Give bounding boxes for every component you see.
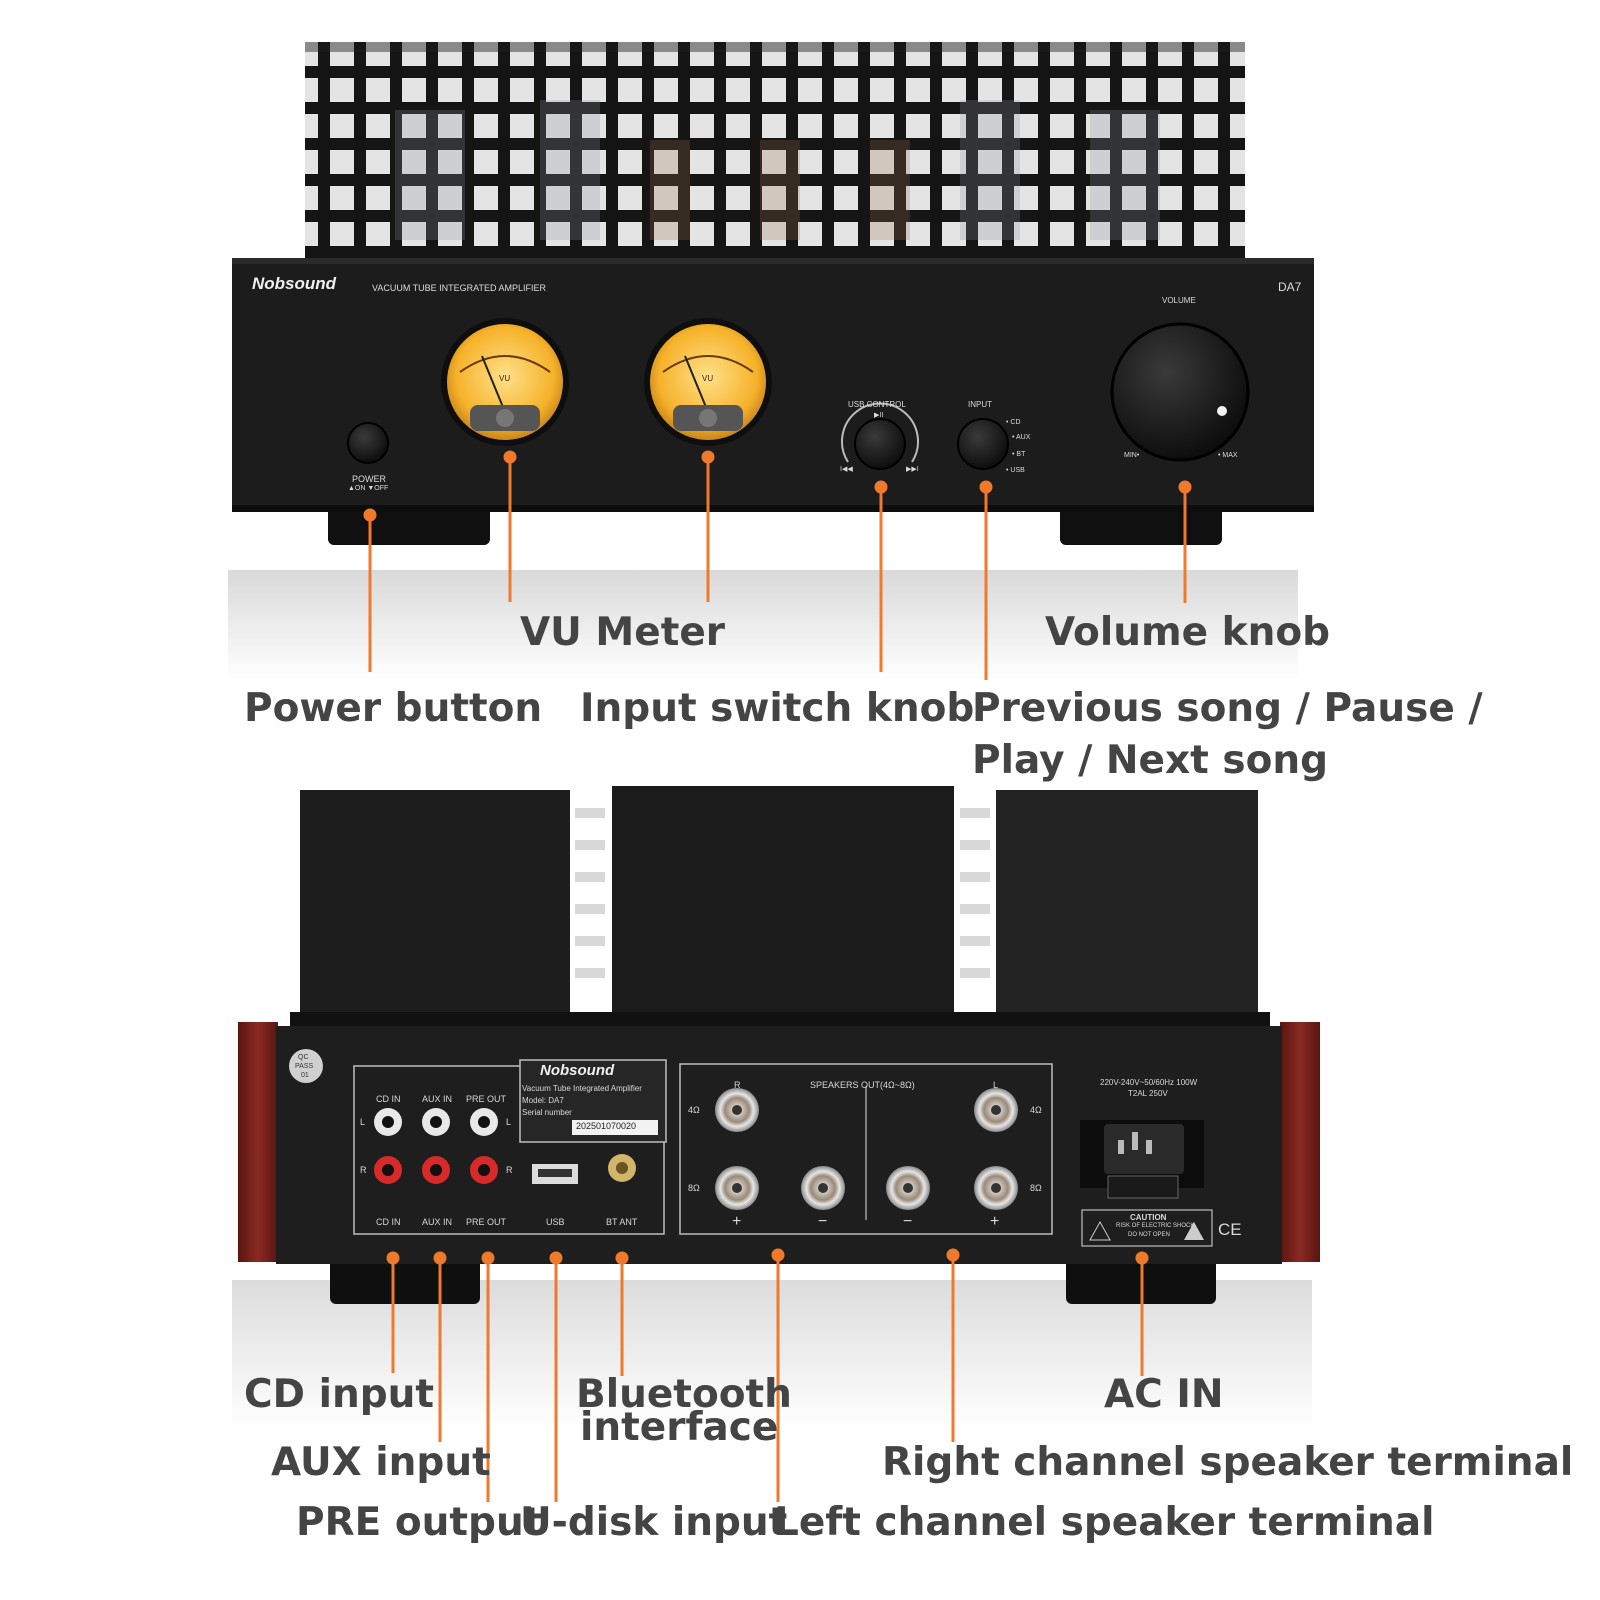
front-view: Nobsound VACUUM TUBE INTEGRATED AMPLIFIE… xyxy=(0,0,1600,783)
rear-grille-gaps xyxy=(575,808,990,978)
pre-out-bottom-label: PRE OUT xyxy=(466,1217,507,1227)
usb-control-knob xyxy=(854,418,906,470)
left-output-transformer xyxy=(300,790,570,1030)
callout-right-speaker-terminal: Right channel speaker terminal xyxy=(882,1440,1574,1485)
ohm4-right: 4Ω xyxy=(1030,1105,1042,1115)
vu-right-label: VU xyxy=(702,374,714,383)
vu-meter-right xyxy=(644,318,772,446)
power-transformer xyxy=(612,786,954,1030)
callout-cd-input: CD input xyxy=(244,1372,435,1417)
pre-out-top-label: PRE OUT xyxy=(466,1094,507,1104)
speaker-terminal-block xyxy=(679,1063,1053,1235)
front-model-name: DA7 xyxy=(1278,280,1302,294)
vu-left-label: VU xyxy=(499,374,511,383)
ac-inlet xyxy=(1080,1120,1204,1199)
channel-r-left: R xyxy=(360,1165,367,1175)
channel-l-left: L xyxy=(360,1117,366,1127)
play-pause-glyph: ▶II xyxy=(874,412,884,419)
power-sub-label: ▲ON ▼OFF xyxy=(348,485,389,492)
left-wood-side xyxy=(238,1022,278,1262)
callout-input-switch-knob: Input switch knob xyxy=(580,686,975,731)
callout-vu-meter: VU Meter xyxy=(520,610,726,655)
input-option-cd: • CD xyxy=(1006,419,1021,426)
caution-subtitle2: DO NOT OPEN xyxy=(1128,1232,1170,1238)
callout-left-speaker-terminal: Left channel speaker terminal xyxy=(774,1500,1435,1545)
previous-glyph: I◀◀ xyxy=(840,466,853,473)
plate-line1: Vacuum Tube Integrated Amplifier xyxy=(522,1084,642,1093)
channel-r-right: R xyxy=(506,1165,513,1175)
aux-in-top-label: AUX IN xyxy=(422,1094,453,1104)
usb-control-label: USB CONTROL xyxy=(848,400,906,409)
caution-subtitle: RISK OF ELECTRIC SHOCK xyxy=(1116,1223,1195,1229)
input-block xyxy=(353,1065,665,1235)
power-button-knob xyxy=(347,422,389,464)
callout-prev-pause-line1: Previous song / Pause / xyxy=(972,686,1483,731)
front-model-line: VACUUM TUBE INTEGRATED AMPLIFIER xyxy=(372,283,547,293)
volume-label: VOLUME xyxy=(1162,296,1196,305)
plate-serial-number: 202501070020 xyxy=(576,1121,637,1131)
rca-jacks xyxy=(374,1108,498,1184)
ce-mark: CE xyxy=(1218,1220,1242,1239)
input-knob xyxy=(957,418,1009,470)
qc-line1: QC xyxy=(298,1054,309,1061)
speakers-out-label: SPEAKERS OUT(4Ω~8Ω) xyxy=(810,1080,915,1090)
callout-bluetooth-line2: interface xyxy=(580,1405,779,1450)
callout-aux-input: AUX input xyxy=(271,1440,491,1485)
cd-in-bottom-label: CD IN xyxy=(376,1217,401,1227)
rear-amplifier-illustration xyxy=(232,786,1320,1502)
speaker-l-label: L xyxy=(993,1080,999,1090)
input-option-aux: • AUX xyxy=(1012,434,1031,441)
front-floor-reflection xyxy=(228,570,1298,680)
power-spec-line2: T2AL 250V xyxy=(1128,1089,1168,1098)
callout-power-button: Power button xyxy=(244,686,543,731)
qc-pass-sticker xyxy=(289,1049,323,1083)
caution-title: CAUTION xyxy=(1130,1213,1167,1222)
usb-port-label: USB xyxy=(546,1217,565,1227)
plate-serial-label: Serial number xyxy=(522,1108,572,1117)
speaker-binding-posts xyxy=(715,1088,1018,1210)
front-callout-lines xyxy=(363,450,1192,680)
channel-l-right: L xyxy=(506,1117,512,1127)
power-spec-line1: 220V-240V~50/60Hz 100W xyxy=(1100,1078,1198,1087)
qc-line3: 01 xyxy=(301,1072,309,1079)
plus-left: + xyxy=(732,1213,742,1230)
volume-min-label: MIN• xyxy=(1124,452,1140,459)
vu-meter-left xyxy=(441,318,569,446)
plus-right: + xyxy=(990,1213,1000,1230)
callout-bluetooth-line1: Bluetooth xyxy=(576,1372,792,1417)
power-label: POWER xyxy=(352,474,387,484)
next-glyph: ▶▶I xyxy=(906,466,919,473)
rear-view: QC PASS 01 CD IN AUX IN PRE OUT L L R R … xyxy=(0,780,1600,1600)
plate-brand: Nobsound xyxy=(540,1062,615,1079)
input-option-usb: • USB xyxy=(1006,467,1025,474)
volume-max-label: • MAX xyxy=(1218,452,1238,459)
ohm8-left: 8Ω xyxy=(688,1183,700,1193)
input-label: INPUT xyxy=(968,400,992,409)
callout-u-disk-input: U-disk input xyxy=(520,1500,788,1545)
minus-left: − xyxy=(818,1213,828,1230)
qc-line2: PASS xyxy=(295,1063,314,1070)
right-wood-side xyxy=(1280,1022,1320,1262)
callout-prev-pause-line2: Play / Next song xyxy=(972,738,1329,783)
tube-cage xyxy=(305,42,1245,262)
ohm4-left: 4Ω xyxy=(688,1105,700,1115)
minus-right: − xyxy=(903,1213,913,1230)
front-brand-logo: Nobsound xyxy=(252,274,337,293)
plate-model: Model: DA7 xyxy=(522,1096,564,1105)
volume-knob xyxy=(1110,322,1250,462)
rear-callout-lines xyxy=(386,1248,1149,1502)
speaker-r-label: R xyxy=(734,1080,741,1090)
right-output-transformer xyxy=(996,790,1258,1030)
callout-ac-in: AC IN xyxy=(1104,1372,1224,1417)
caution-label xyxy=(1081,1209,1213,1247)
aux-in-bottom-label: AUX IN xyxy=(422,1217,453,1227)
input-option-bt: • BT xyxy=(1012,451,1026,458)
bt-ant-label: BT ANT xyxy=(606,1217,638,1227)
callout-volume-knob: Volume knob xyxy=(1045,610,1331,655)
front-amplifier-illustration xyxy=(228,42,1314,680)
cd-in-top-label: CD IN xyxy=(376,1094,401,1104)
ohm8-right: 8Ω xyxy=(1030,1183,1042,1193)
callout-pre-output: PRE output xyxy=(296,1500,543,1545)
